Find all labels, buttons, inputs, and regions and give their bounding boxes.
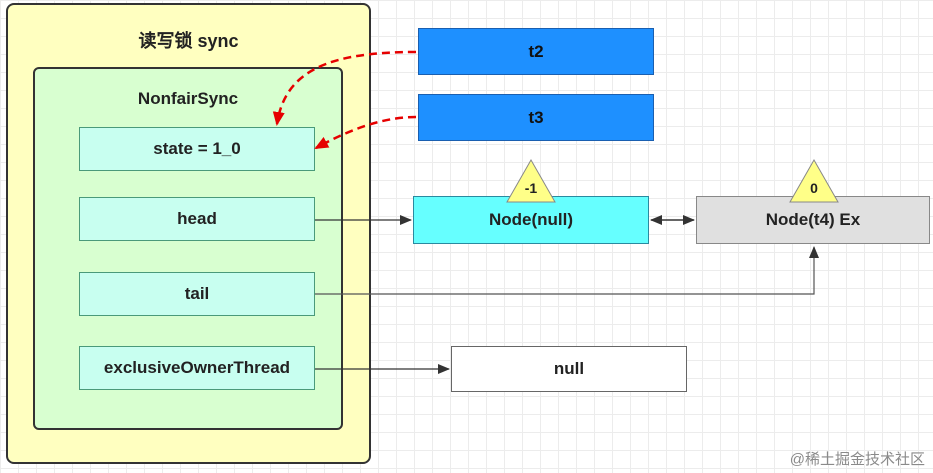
exclusive-owner-thread-field: exclusiveOwnerThread: [79, 346, 315, 390]
watermark-text: @稀土掘金技术社区: [789, 451, 925, 468]
nonfair-sync-title: NonfairSync: [137, 89, 239, 108]
tail-pointer-arrow: [315, 246, 819, 295]
node-null: Node(null): [413, 196, 649, 244]
tail-field: tail: [79, 272, 315, 316]
head-field: head: [79, 197, 315, 241]
state-field: state = 1_0: [79, 127, 315, 171]
thread-t3: t3: [418, 94, 654, 141]
thread-t2: t2: [418, 28, 654, 75]
null-node-status-label: -1: [524, 180, 538, 196]
sync-title: 读写锁 sync: [138, 31, 239, 51]
null-value-box: null: [451, 346, 687, 392]
node-t4: Node(t4) Ex: [696, 196, 930, 244]
t4-node-status-label: 0: [810, 180, 818, 196]
